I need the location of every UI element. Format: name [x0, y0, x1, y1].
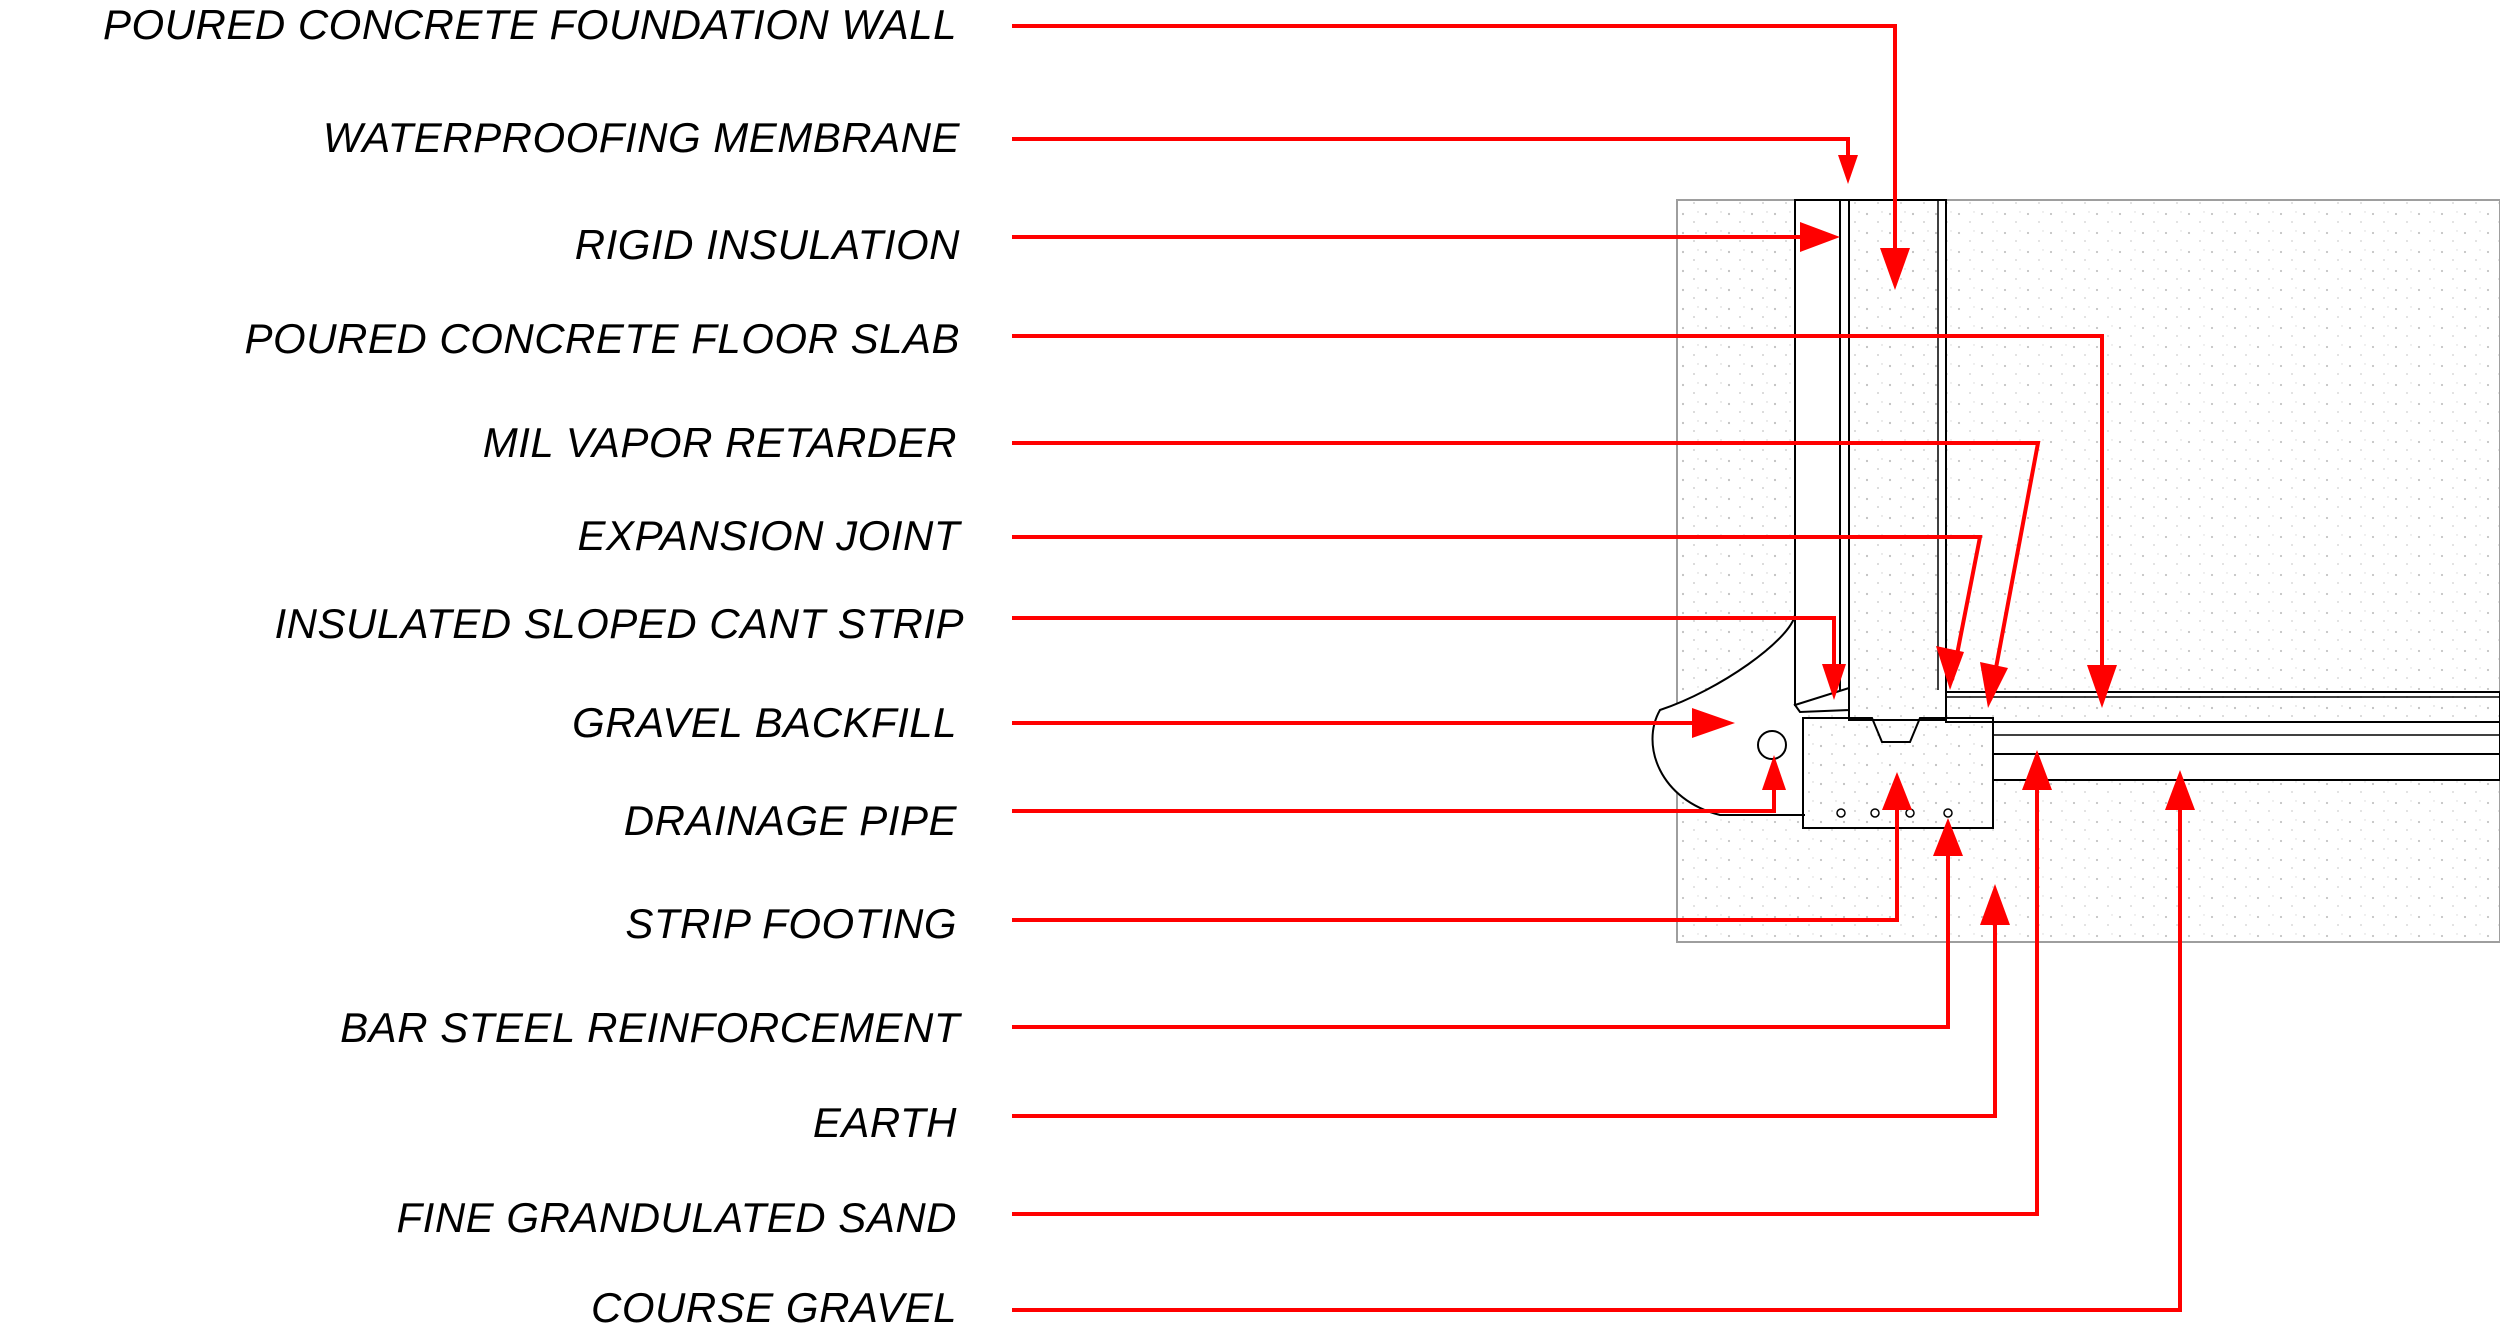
- label-rigid-insulation: RIGID INSULATION: [575, 221, 960, 268]
- waterproofing-membrane-layer: [1839, 199, 1850, 711]
- strip-footing-body: [1802, 717, 1994, 829]
- arrow-floor-slab: [2087, 665, 2117, 708]
- label-insulated-sloped-cant-strip: INSULATED SLOPED CANT STRIP: [274, 600, 964, 647]
- label-bar-steel-reinforcement: BAR STEEL REINFORCEMENT: [340, 1004, 963, 1051]
- arrow-course-gravel: [2165, 770, 2195, 810]
- label-gravel-backfill: GRAVEL BACKFILL: [572, 699, 957, 746]
- arrow-strip-footing: [1882, 772, 1912, 810]
- label-fine-grandulated-sand: FINE GRANDULATED SAND: [397, 1194, 957, 1241]
- label-expansion-joint: EXPANSION JOINT: [578, 512, 963, 559]
- gravel-backfill-region: [1677, 200, 1795, 700]
- label-mil-vapor-retarder: MIL VAPOR RETARDER: [483, 419, 957, 466]
- course-gravel-layer: [1992, 753, 2500, 781]
- section-drawing: [1651, 199, 2500, 943]
- leader-drainage-pipe: [1012, 765, 1776, 813]
- arrow-cant-strip: [1822, 664, 1846, 700]
- arrow-fine-sand: [2022, 750, 2052, 790]
- leader-earth: [1012, 895, 1997, 1118]
- label-strip-footing: STRIP FOOTING: [625, 900, 957, 947]
- arrowheads: [1692, 155, 2195, 925]
- arrow-foundation-wall: [1880, 248, 1910, 290]
- arrow-waterproofing: [1838, 155, 1858, 184]
- leader-floor-slab: [1012, 334, 2104, 700]
- leader-bar-steel: [1012, 830, 1950, 1029]
- drainage-pipe-circle: [1757, 730, 1787, 760]
- arrow-bar-steel: [1933, 818, 1963, 856]
- vapor-retarder-and-sand: [1992, 721, 2500, 755]
- gravel-backfill-outline: [1651, 200, 1805, 816]
- label-poured-concrete-floor-slab: POURED CONCRETE FLOOR SLAB: [245, 315, 960, 362]
- callout-labels: POURED CONCRETE FOUNDATION WALL WATERPRO…: [103, 1, 964, 1331]
- arrow-vapor-retarder: [1980, 662, 2008, 708]
- rebar-dots: [1836, 808, 1953, 818]
- arrow-gravel-backfill: [1692, 708, 1735, 738]
- leader-strip-footing: [1012, 790, 1899, 922]
- leader-foundation-wall: [1012, 24, 1897, 270]
- leader-waterproofing: [1012, 137, 1850, 172]
- leader-fine-sand: [1012, 760, 2039, 1216]
- foundation-wall-body: [1848, 199, 1947, 721]
- label-course-gravel: COURSE GRAVEL: [591, 1284, 957, 1331]
- leader-vapor-retarder: [1012, 441, 2041, 701]
- label-waterproofing-membrane: WATERPROOFING MEMBRANE: [323, 114, 961, 161]
- leader-course-gravel: [1012, 785, 2182, 1312]
- label-drainage-pipe: DRAINAGE PIPE: [624, 797, 958, 844]
- label-earth: EARTH: [813, 1099, 957, 1146]
- arrow-earth: [1980, 884, 2010, 925]
- arrow-expansion-joint: [1936, 646, 1964, 690]
- label-poured-concrete-foundation-wall: POURED CONCRETE FOUNDATION WALL: [103, 1, 957, 48]
- leader-expansion-joint: [1012, 535, 1983, 681]
- arrow-drainage-pipe: [1762, 755, 1786, 790]
- arrow-rigid-insulation: [1800, 222, 1840, 252]
